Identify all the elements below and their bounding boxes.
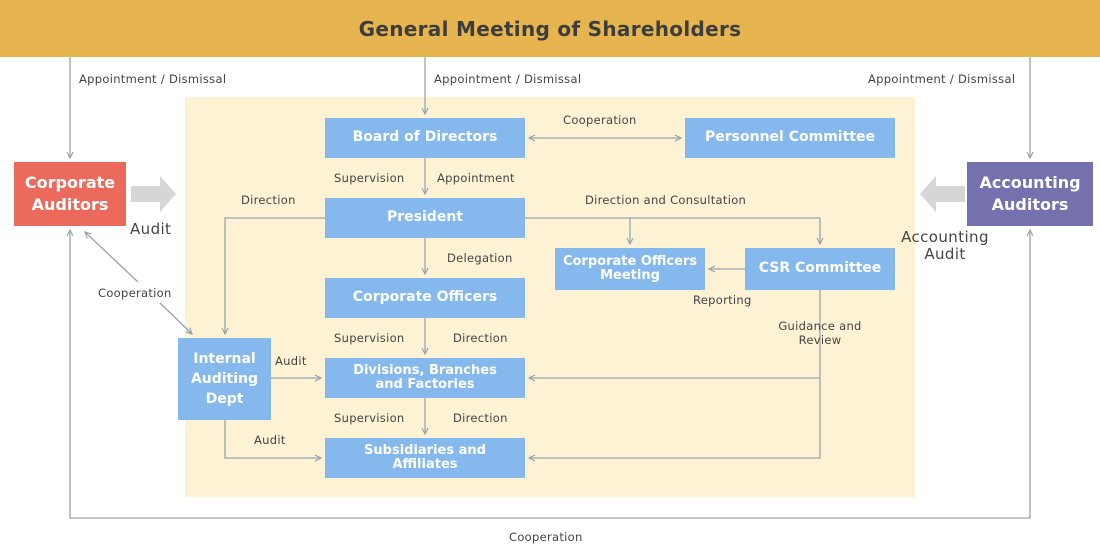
divisions-box: Divisions, Branches and Factories (325, 358, 525, 398)
president-box: President (325, 198, 525, 238)
label-direction-3: Direction (453, 411, 508, 425)
label-cooperation-left: Cooperation (98, 286, 172, 300)
label-appointment-right: Appointment / Dismissal (868, 72, 1016, 86)
label-guidance-review: Guidance and Review (778, 319, 862, 348)
label-supervision-3: Supervision (334, 411, 405, 425)
personnel-committee-box: Personnel Committee (685, 118, 895, 158)
label-audit-bottom: Audit (254, 433, 286, 447)
label-appointment-left: Appointment / Dismissal (79, 72, 227, 86)
label-cooperation-top: Cooperation (563, 113, 637, 127)
label-direction-2: Direction (453, 331, 508, 345)
accounting-audit-big-arrow-icon (920, 176, 965, 212)
corporate-officers-box: Corporate Officers (325, 278, 525, 318)
company-panel (185, 97, 915, 497)
audit-big-arrow-icon (131, 176, 176, 212)
board-of-directors-box: Board of Directors (325, 118, 525, 158)
arrow-cooperation-loop (70, 230, 1030, 519)
label-accounting-audit: Accounting Audit (901, 228, 989, 264)
label-cooperation-bottom: Cooperation (509, 530, 583, 544)
general-meeting-header: General Meeting of Shareholders (0, 0, 1100, 57)
label-direction-left: Direction (241, 193, 296, 207)
arrow-cooperation-diag-a (85, 232, 139, 283)
label-direction-consultation: Direction and Consultation (585, 193, 747, 207)
label-delegation: Delegation (447, 251, 513, 265)
internal-auditing-box: Internal Auditing Dept (178, 338, 271, 420)
label-appointment: Appointment (437, 171, 515, 185)
subsidiaries-box: Subsidiaries and Affiliates (325, 438, 525, 478)
arrow-direction-internal (225, 217, 325, 334)
corporate-officers-meeting-box: Corporate Officers Meeting (555, 248, 705, 290)
label-supervision-1: Supervision (334, 171, 405, 185)
arrow-cooperation-diag-b (159, 302, 192, 334)
label-audit-big: Audit (130, 220, 172, 238)
label-reporting: Reporting (693, 293, 752, 307)
label-supervision-2: Supervision (334, 331, 405, 345)
accounting-auditors-box: Accounting Auditors (967, 162, 1093, 226)
corporate-auditors-box: Corporate Auditors (14, 162, 126, 226)
label-appointment-center: Appointment / Dismissal (434, 72, 582, 86)
csr-committee-box: CSR Committee (745, 248, 895, 290)
arrow-guidance-subsidiaries (529, 290, 821, 458)
label-audit-internal: Audit (275, 354, 307, 368)
arrow-direction-csr (525, 217, 820, 244)
arrow-audit-subsidiaries (224, 420, 321, 458)
